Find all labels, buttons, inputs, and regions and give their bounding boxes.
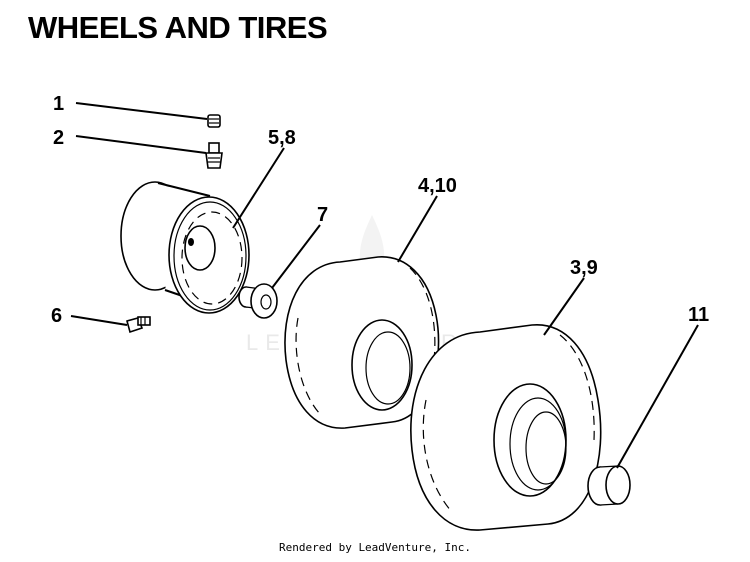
footer-credit: Rendered by LeadVenture, Inc. — [278, 541, 472, 554]
callout-11: 11 — [688, 304, 709, 326]
leader-lines — [70, 102, 699, 469]
callout-3-9: 3,9 — [570, 257, 598, 279]
bearing-part — [587, 465, 631, 506]
callout-6: 6 — [51, 305, 62, 327]
page-title: WHEELS AND TIRES — [28, 10, 328, 45]
wheel-rim-part — [120, 181, 250, 314]
rear-tire-part — [410, 324, 602, 531]
callout-7: 7 — [317, 204, 328, 226]
callout-1: 1 — [53, 93, 64, 115]
callout-2: 2 — [53, 127, 64, 149]
callout-5-8: 5,8 — [268, 127, 296, 149]
spacer-bushing-part — [238, 283, 278, 319]
valve-cap-part — [207, 114, 221, 128]
callout-4-10: 4,10 — [418, 175, 457, 197]
front-tire-part — [284, 256, 440, 429]
valve-stem-part — [205, 142, 223, 169]
bolt-part — [126, 316, 151, 334]
